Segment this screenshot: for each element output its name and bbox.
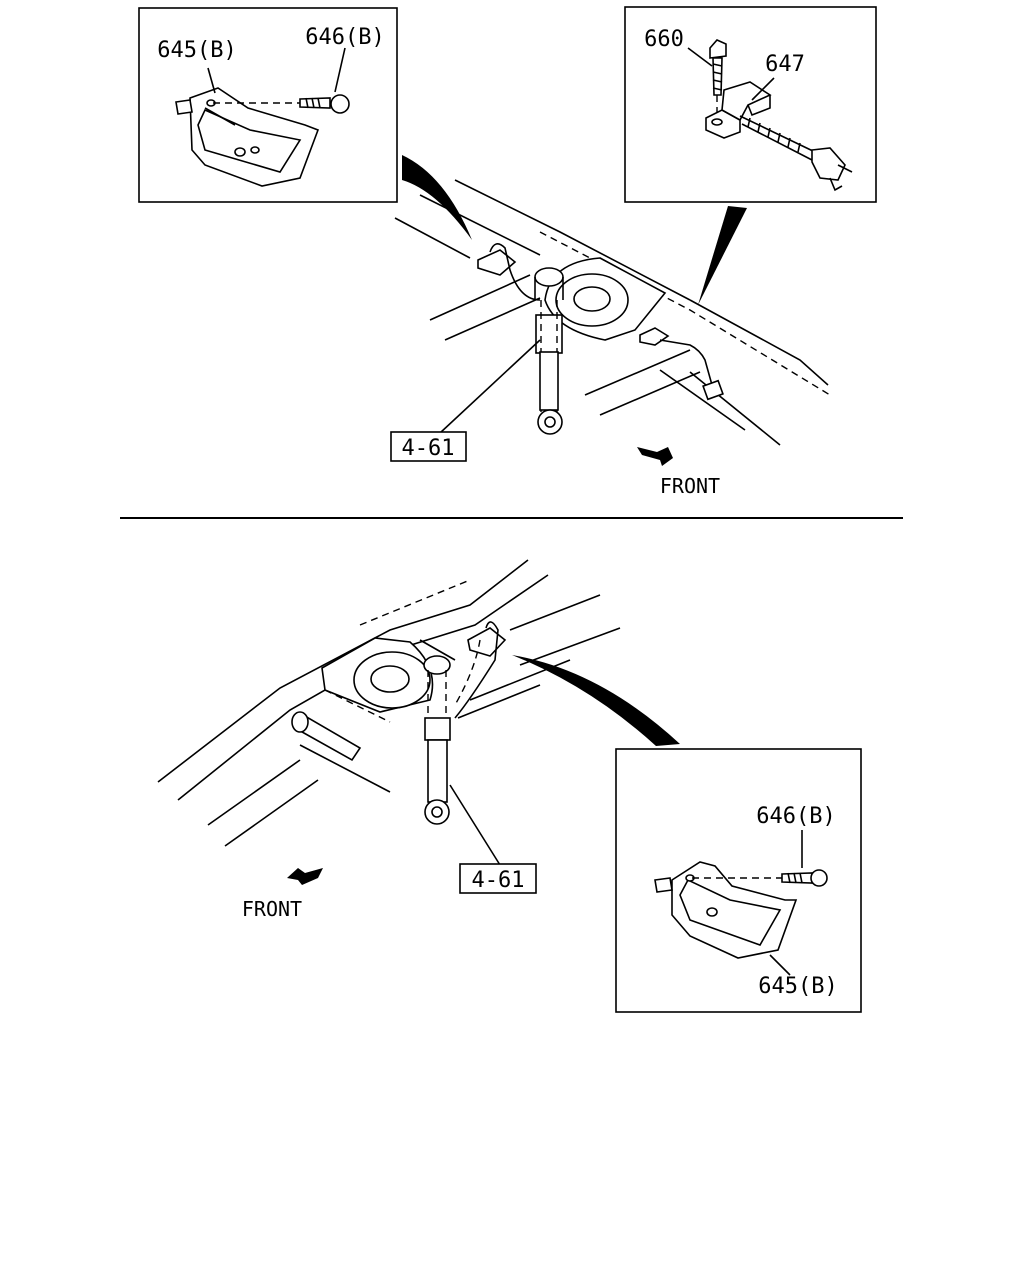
top-right-inset: 660 647 — [624, 6, 877, 203]
top-left-bracket-label: 645(B) — [157, 38, 236, 63]
top-view: 4-61 FRONT 645(B) 646(B) — [138, 6, 877, 498]
bottom-shock-mount-plate — [321, 637, 434, 723]
bottom-ref-label: 4-61 — [472, 868, 525, 893]
bottom-shock-absorber — [423, 655, 451, 825]
top-right-sensor — [639, 327, 724, 401]
top-shock-absorber — [534, 267, 564, 435]
top-front-indicator: FRONT — [637, 447, 720, 498]
bottom-ref-callout: 4-61 — [449, 784, 537, 894]
top-left-inset-pointer — [402, 155, 472, 240]
top-right-clip-label: 647 — [765, 52, 805, 77]
top-right-inset-pointer — [698, 206, 747, 305]
top-ref-label: 4-61 — [402, 436, 455, 461]
bottom-cross-tube — [291, 639, 456, 762]
bottom-inset-pointer — [512, 655, 680, 746]
top-front-arrow-icon — [637, 447, 673, 466]
bottom-view: 4-61 FRONT 646(B) 645(B) — [157, 559, 862, 1013]
top-left-inset: 645(B) 646(B) — [138, 7, 398, 203]
bottom-sensor-clip — [454, 621, 507, 719]
bottom-front-label: FRONT — [242, 897, 302, 921]
bottom-inset: 646(B) 645(B) — [615, 748, 862, 1013]
top-right-bolt-label: 660 — [644, 27, 684, 52]
top-left-bolt-label: 646(B) — [305, 25, 384, 50]
bottom-bolt-label: 646(B) — [756, 804, 835, 829]
bottom-front-indicator: FRONT — [242, 868, 323, 921]
top-front-label: FRONT — [660, 474, 720, 498]
bottom-bracket-label: 645(B) — [758, 974, 837, 999]
top-ref-callout: 4-61 — [390, 339, 541, 462]
bottom-front-arrow-icon — [287, 868, 323, 885]
top-left-sensor-clip — [477, 243, 541, 301]
top-frame-rails — [394, 179, 831, 446]
